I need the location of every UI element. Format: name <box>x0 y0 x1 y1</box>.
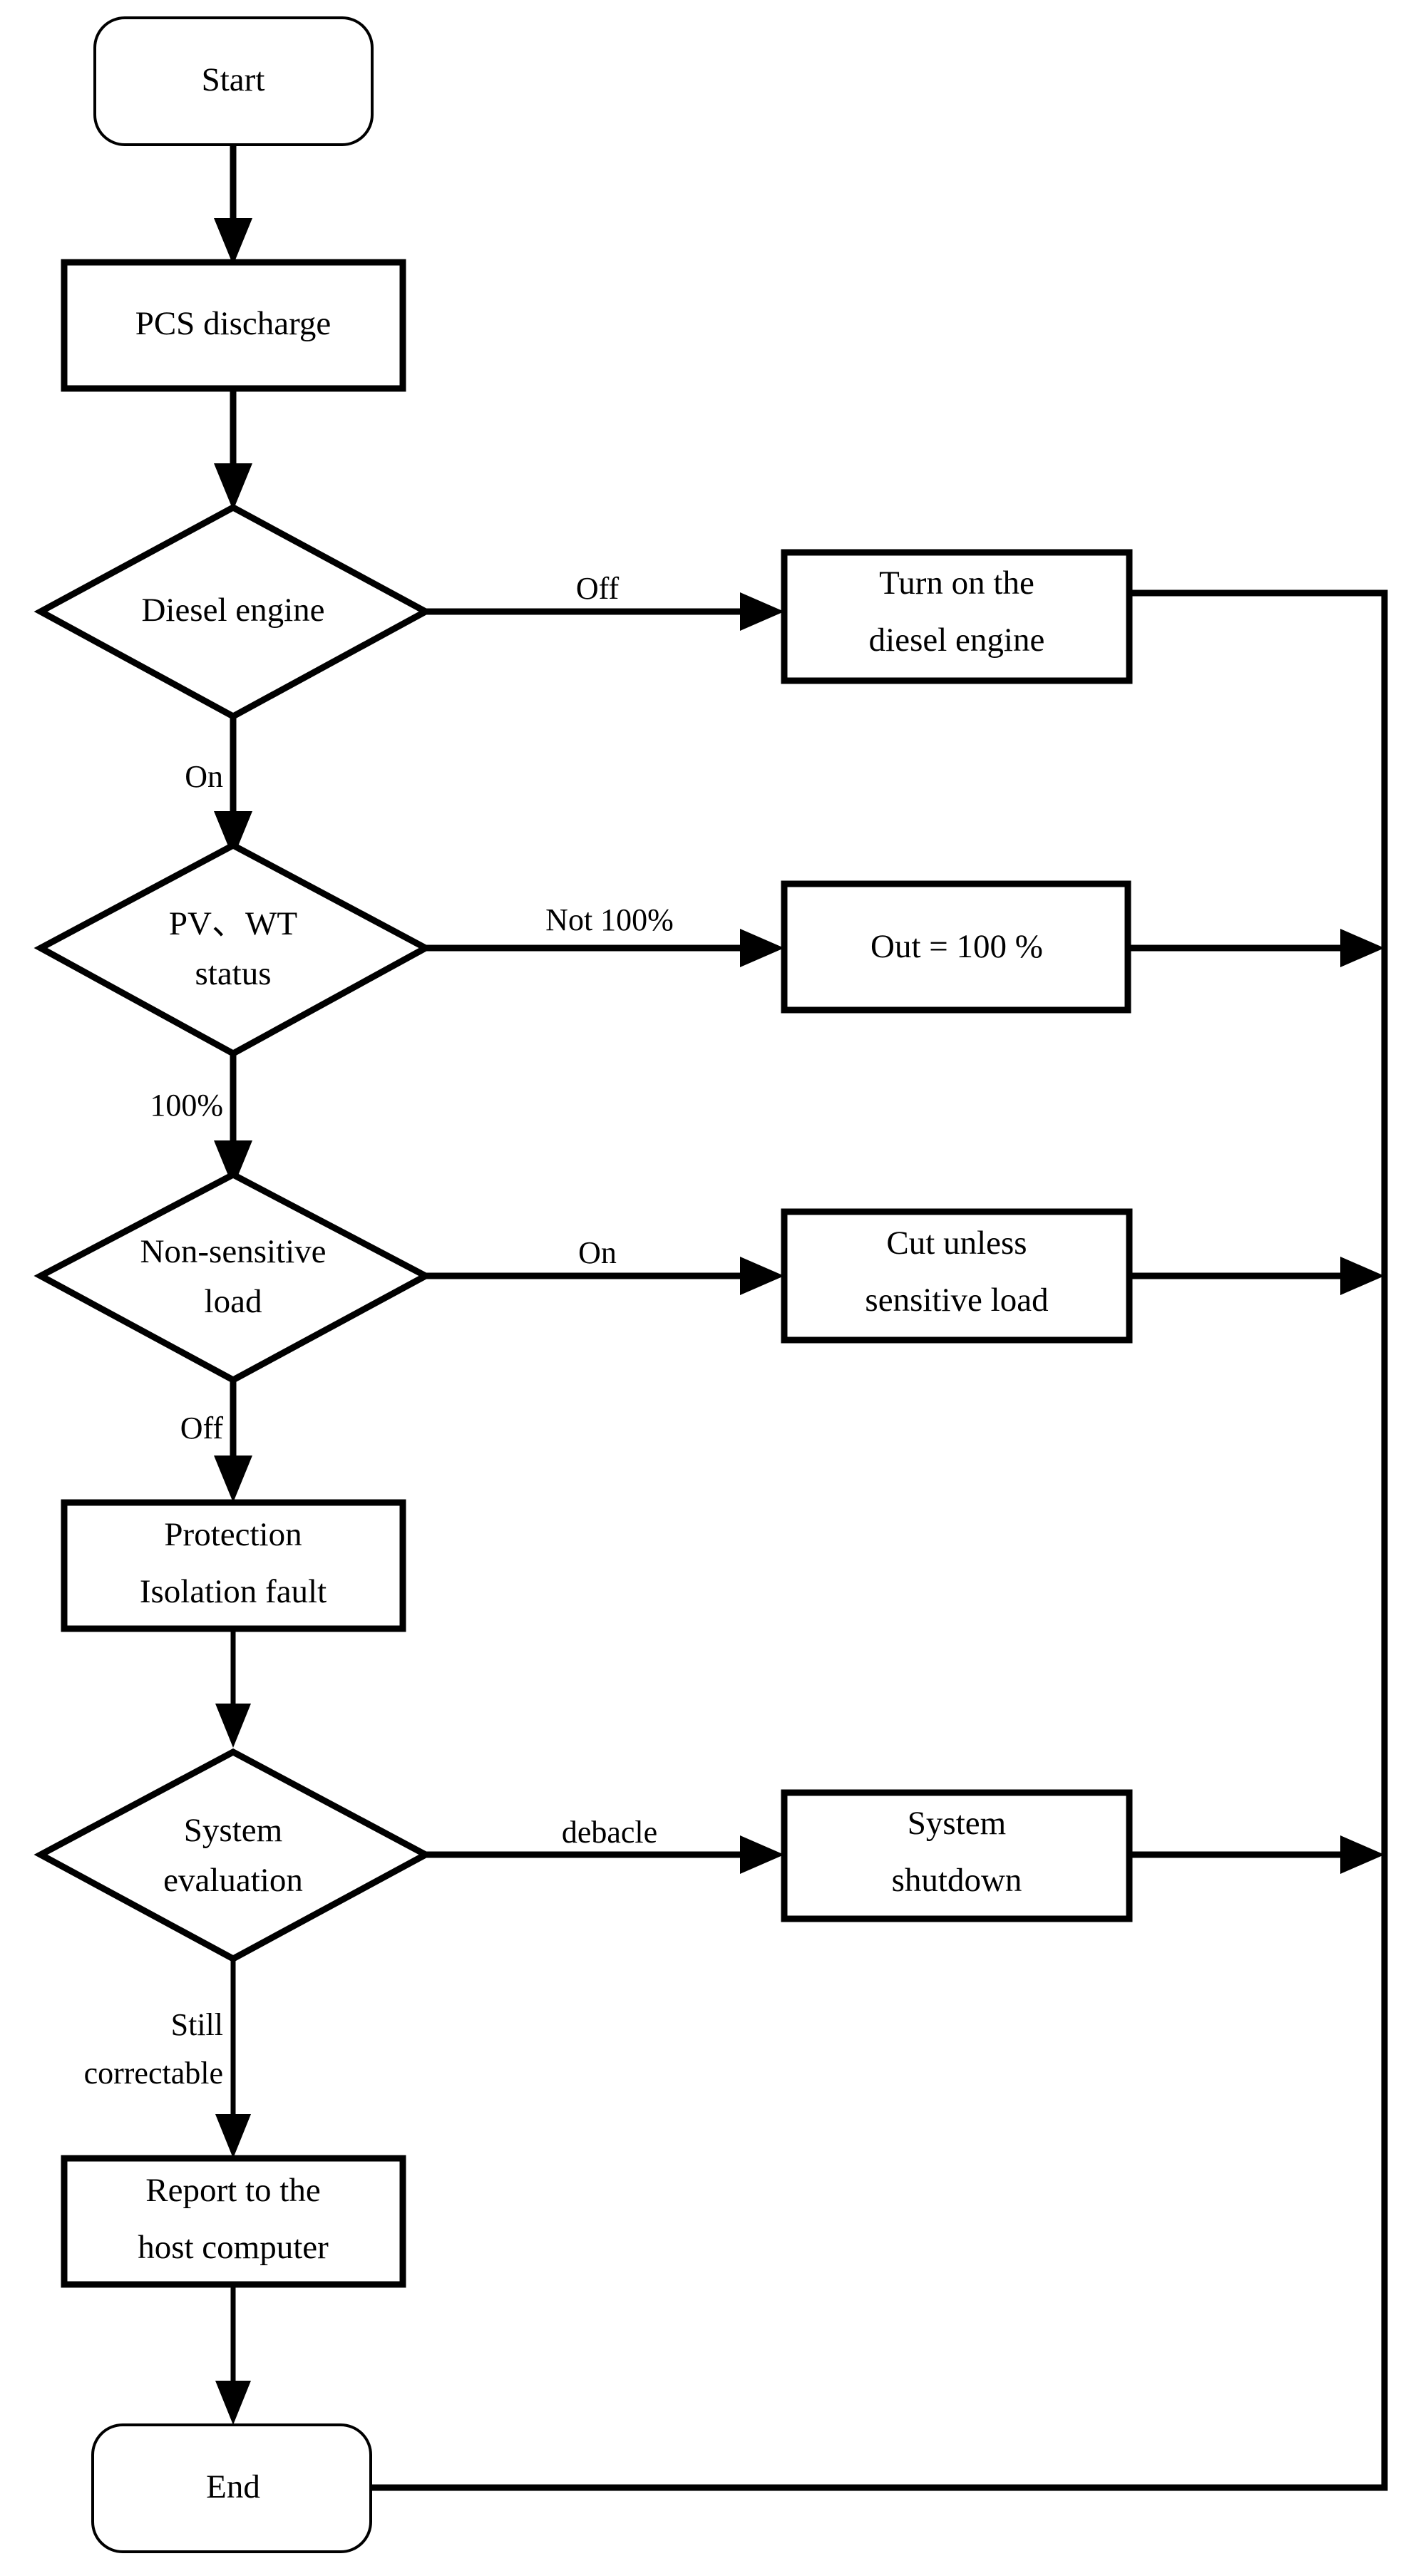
edge-diesel-off-to-turnon <box>426 592 784 631</box>
node-turn-on-diesel-engine-label-line2: diesel engine <box>869 622 1045 659</box>
edge-cutload-to-bus <box>1129 1257 1384 1295</box>
node-protection-isolation-fault-label-line2: Isolation fault <box>140 1573 327 1610</box>
edge-load-off-to-protection <box>214 1380 252 1503</box>
node-turn-on-diesel-engine[interactable]: Turn on the diesel engine <box>781 549 1133 684</box>
edge-label-pvwt-100: 100% <box>150 1088 223 1123</box>
node-pv-wt-status-label-line2: status <box>195 955 271 992</box>
node-report-to-host-computer-label-line1: Report to the <box>145 2172 320 2209</box>
node-cut-unless-sensitive-load[interactable]: Cut unless sensitive load <box>781 1208 1133 1344</box>
node-system-shutdown[interactable]: System shutdown <box>781 1789 1133 1922</box>
node-non-sensitive-load-label-line2: load <box>205 1283 262 1320</box>
edge-load-on-to-cutload <box>426 1257 784 1295</box>
edge-label-eval-debacle: debacle <box>562 1815 657 1850</box>
edge-out100-to-bus <box>1128 929 1384 967</box>
node-out-100-percent[interactable]: Out = 100 % <box>781 880 1131 1014</box>
node-pv-wt-status-label-line1: PV、WT <box>169 905 297 942</box>
edge-diesel-on-to-pvwt <box>214 716 252 858</box>
node-end-label: End <box>206 2468 260 2505</box>
node-pv-wt-status[interactable]: PV、WT status <box>34 841 433 1058</box>
node-system-shutdown-label-line1: System <box>908 1805 1006 1842</box>
node-system-evaluation-label-line1: System <box>184 1812 282 1849</box>
node-pcs-discharge[interactable]: PCS discharge <box>61 259 406 392</box>
node-non-sensitive-load-label-line1: Non-sensitive <box>140 1233 326 1270</box>
node-protection-isolation-fault[interactable]: Protection Isolation fault <box>61 1499 406 1632</box>
node-start-label: Start <box>202 61 265 98</box>
edge-label-pvwt-not-100: Not 100% <box>545 902 674 937</box>
node-out-100-percent-label: Out = 100 % <box>870 928 1043 965</box>
edge-label-eval-correctable-line1: Still <box>171 2007 223 2042</box>
edge-shutdown-to-bus <box>1129 1835 1384 1874</box>
edge-eval-debacle-to-shutdown <box>426 1835 784 1874</box>
node-non-sensitive-load[interactable]: Non-sensitive load <box>34 1170 433 1384</box>
edge-start-to-pcs <box>214 145 252 265</box>
node-protection-isolation-fault-label-line1: Protection <box>164 1516 302 1553</box>
edge-label-diesel-on: On <box>185 759 223 794</box>
edge-label-eval-correctable-line2: correctable <box>84 2056 223 2091</box>
node-pcs-discharge-label: PCS discharge <box>135 305 332 342</box>
node-system-evaluation[interactable]: System evaluation <box>34 1748 433 1963</box>
edge-eval-correctable-to-report <box>215 1959 251 2158</box>
node-cut-unless-sensitive-load-label-line2: sensitive load <box>865 1282 1048 1319</box>
edge-return-bus-to-end <box>251 589 1388 2507</box>
edge-label-load-on: On <box>578 1235 617 1270</box>
node-turn-on-diesel-engine-label-line1: Turn on the <box>879 565 1034 602</box>
edge-label-diesel-off: Off <box>576 571 620 606</box>
edge-protection-to-syseval <box>215 1629 251 1748</box>
node-start[interactable]: Start <box>93 16 374 146</box>
node-cut-unless-sensitive-load-label-line1: Cut unless <box>886 1225 1027 1262</box>
node-system-evaluation-label-line2: evaluation <box>163 1862 303 1899</box>
node-end[interactable]: End <box>91 2423 372 2553</box>
node-report-to-host-computer[interactable]: Report to the host computer <box>61 2155 406 2288</box>
node-report-to-host-computer-label-line2: host computer <box>138 2229 329 2266</box>
edge-pcs-to-diesel <box>214 388 252 510</box>
edge-label-load-off: Off <box>180 1411 224 1446</box>
node-diesel-engine[interactable]: Diesel engine <box>34 503 433 721</box>
edge-pvwt-not100-to-out100 <box>426 929 784 967</box>
node-system-shutdown-label-line2: shutdown <box>892 1862 1022 1899</box>
edge-pvwt-100-to-nonsensitive <box>214 1053 252 1187</box>
node-diesel-engine-label: Diesel engine <box>141 592 324 629</box>
edge-report-to-end <box>215 2284 251 2425</box>
